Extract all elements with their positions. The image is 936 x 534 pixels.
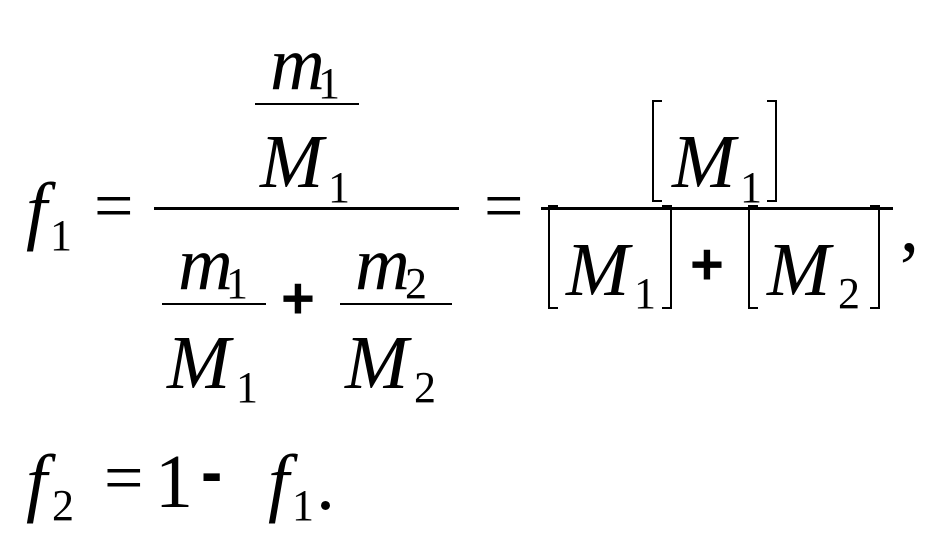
eq1-lhs-sub: 1 [50,211,72,260]
rhs-den-a-M-var: M [566,228,630,312]
eq1-equals-2: = [484,168,524,245]
den-a-fraction-bar [162,303,266,305]
num-M-sub: 1 [328,163,350,212]
main-fraction-bar [154,207,459,210]
rhs-num-M-var: M [672,120,736,204]
num-m-sub: 1 [318,59,340,108]
den-a-M-sub: 1 [236,363,258,412]
num-M-var: M [260,120,324,204]
eq2-one: 1 [155,440,193,524]
eq2-lhs-var: f [26,440,48,524]
rhs-den-b-M-sub: 2 [838,269,860,318]
rhs-num-M-sub: 1 [740,163,762,212]
rhs-den-a-M-sub: 1 [634,269,656,318]
rhs-num-left-bracket [652,100,662,202]
den-a-m-sub: 1 [226,259,248,308]
den-b-m-var: m [355,222,410,306]
eq2-rhs-sub: 1 [292,481,314,530]
rhs-den-b-left-bracket [748,205,758,309]
rhs-den-a-left-bracket [548,205,558,309]
den-b-M-var: M [345,321,409,405]
rhs-den-b-M-var: M [767,228,831,312]
inner-fraction-bar [255,103,359,105]
den-b-fraction-bar [340,303,452,305]
eq2-period: . [316,442,335,526]
num-m-var: m [270,22,325,106]
rhs-num-right-bracket [767,100,777,202]
den-a-M-var: M [167,321,231,405]
eq2-rhs-var: f [268,440,290,524]
eq2-minus: - [201,436,223,508]
rhs-den-b-right-bracket [870,205,880,309]
den-b-m-sub: 2 [405,259,427,308]
eq2-equals: = [104,440,144,517]
eq2-lhs-sub: 2 [52,481,74,530]
eq1-lhs-var: f [26,168,48,252]
rhs-den-a-right-bracket [662,205,672,309]
eq1-comma: , [900,184,919,268]
eq1-equals-1: = [94,168,134,245]
den-b-M-sub: 2 [414,363,436,412]
rhs-den-plus: + [690,232,724,297]
den-a-m-var: m [178,222,233,306]
rhs-fraction-bar [541,207,893,210]
den-plus: + [281,266,315,331]
